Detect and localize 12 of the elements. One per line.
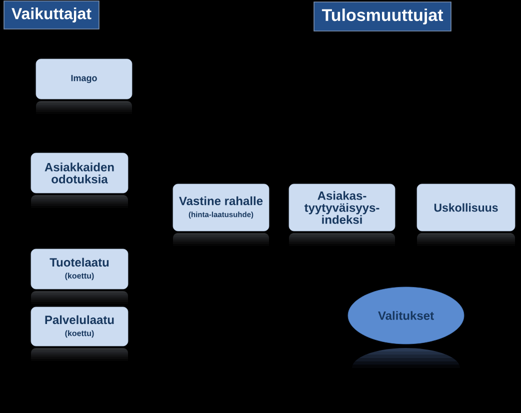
ellipse-label: Valitukset (378, 311, 434, 320)
box-label: Tuotelaatu (50, 258, 109, 267)
box-label: Imago (71, 74, 97, 84)
box-label: Uskollisuus (434, 203, 498, 212)
heading: Vaikuttajat (12, 8, 92, 22)
box-label: Asiakkaiden odotuksia (44, 162, 114, 184)
box-note: (koettu) (65, 330, 94, 338)
heading: Tulosmuuttujat (322, 8, 444, 24)
box-label: Vastine rahalle (179, 196, 263, 206)
box-label: Palvelulaatu (45, 315, 114, 324)
box-note: (koettu) (65, 272, 94, 280)
box-label: Asiakas-tyytyväisyys-indeksi (304, 191, 380, 224)
